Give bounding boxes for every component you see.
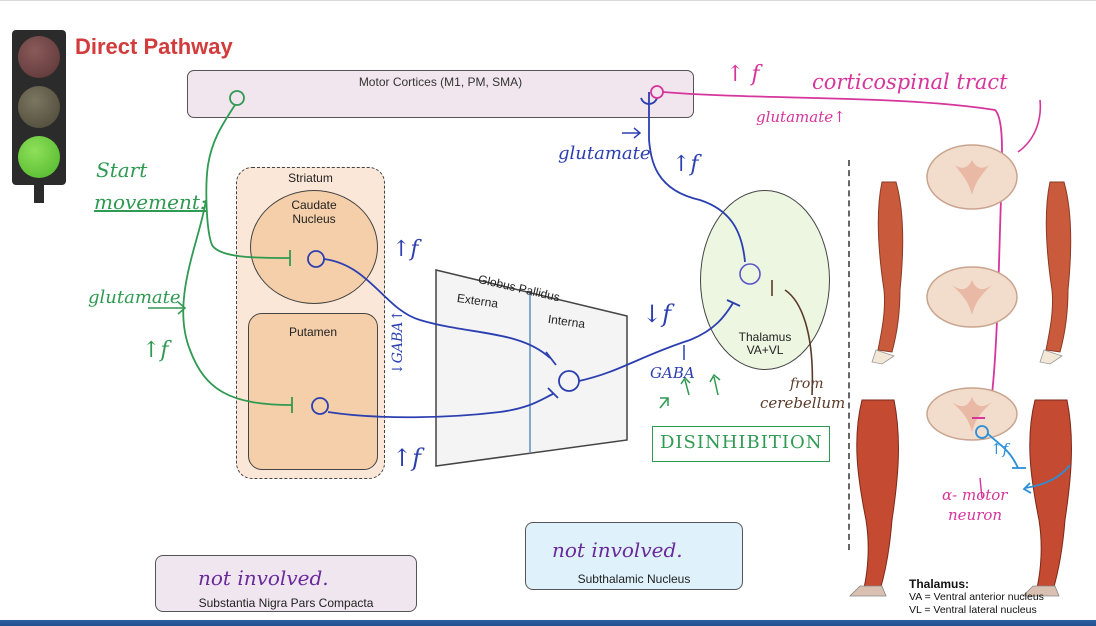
putamen-to-gpi bbox=[327, 393, 554, 419]
putamen-box bbox=[248, 313, 378, 470]
legend-title: Thalamus: bbox=[909, 577, 970, 591]
thalamus-neuron bbox=[739, 263, 761, 285]
traffic-light-icon bbox=[12, 30, 66, 185]
dashed-divider bbox=[848, 160, 850, 550]
caudate-to-gpi bbox=[323, 258, 551, 359]
not-involved-snc-label: not involved. bbox=[198, 566, 329, 590]
movement-label: movement: bbox=[94, 190, 207, 214]
alpha-motor-label: α- motor bbox=[942, 486, 1008, 504]
traffic-light-pole bbox=[34, 183, 44, 203]
green-glutamate-pathway bbox=[182, 90, 293, 413]
caudate-neuron bbox=[307, 250, 325, 268]
arm-illustrations bbox=[871, 181, 1072, 365]
down-f-thalamus-label: ↓f bbox=[642, 300, 671, 328]
cortex-descending bbox=[648, 92, 746, 263]
cerebellum-label: cerebellum bbox=[760, 394, 846, 412]
corticospinal-tract bbox=[650, 85, 1003, 411]
subthalamic-label: Subthalamic Nucleus bbox=[577, 572, 691, 586]
disinhibition-label: DISINHIBITION bbox=[660, 432, 823, 453]
putamen-label: Putamen bbox=[288, 325, 338, 339]
legend-vl: VL = Ventral lateral nucleus bbox=[909, 604, 1037, 616]
motor-cortices-label: Motor Cortices (M1, PM, SMA) bbox=[358, 75, 523, 89]
up-f-top-label: ↑f bbox=[672, 152, 699, 177]
cortex-synapse-top bbox=[640, 97, 658, 105]
alpha-motor-neuron bbox=[975, 425, 1071, 494]
neuron-label: neuron bbox=[948, 506, 1003, 524]
striatum-label: Striatum bbox=[288, 171, 333, 185]
cerebellum-input bbox=[784, 289, 814, 396]
up-f-caudate-label: ↑f bbox=[392, 237, 419, 262]
gaba-vertical-label: ↓GABA↑ bbox=[390, 309, 406, 375]
caudate-nucleus bbox=[250, 190, 378, 304]
putamen-neuron bbox=[311, 397, 329, 415]
up-f-putamen-label: ↑f bbox=[392, 444, 421, 472]
slide-title: Direct Pathway bbox=[75, 34, 233, 59]
spinal-cord-sections bbox=[926, 144, 1018, 441]
from-label: from bbox=[790, 376, 824, 392]
gaba-disinhibition-label: GABA bbox=[650, 364, 695, 382]
globus-pallidus-shape bbox=[435, 269, 628, 467]
up-f-motor-label: ↑f bbox=[990, 440, 1009, 458]
glutamate-top-label: glutamate bbox=[558, 143, 651, 164]
substantia-nigra-label: Substantia Nigra Pars Compacta bbox=[198, 596, 374, 610]
cortex-neuron-left bbox=[229, 90, 245, 106]
thalamus-label: Thalamus VA+VL bbox=[738, 330, 792, 357]
legend-va: VA = Ventral anterior nucleus bbox=[909, 591, 1044, 603]
up-f-left-label: ↑f bbox=[142, 338, 169, 363]
motor-cortices-box: Motor Cortices (M1, PM, SMA) bbox=[187, 70, 694, 118]
green-axon-caudate bbox=[205, 104, 291, 259]
corticospinal-label: corticospinal tract bbox=[812, 70, 1008, 94]
gpi-to-thalamus bbox=[578, 302, 734, 382]
disinhibition-box bbox=[652, 426, 830, 462]
not-involved-stn-label: not involved. bbox=[552, 538, 683, 562]
up-f-top-right-label: ↑ f bbox=[726, 62, 760, 87]
green-arrows bbox=[148, 301, 721, 409]
glutamate-left-label: glutamate bbox=[88, 287, 181, 308]
thalamus-legend: Thalamus: VA = Ventral anterior nucleus … bbox=[909, 578, 1044, 617]
thalamus-oval bbox=[700, 190, 830, 370]
bottom-rule bbox=[0, 620, 1096, 626]
green-axon-putamen bbox=[182, 199, 293, 406]
leg-illustrations bbox=[849, 399, 1072, 597]
subthalamic-box bbox=[525, 522, 743, 590]
caudate-label: Caudate Nucleus bbox=[291, 198, 337, 226]
blue-gaba-pathway bbox=[307, 92, 746, 419]
glutamate-tract-label: glutamate↑ bbox=[756, 108, 846, 126]
substantia-nigra-box bbox=[155, 555, 417, 612]
start-label: Start bbox=[96, 158, 148, 182]
